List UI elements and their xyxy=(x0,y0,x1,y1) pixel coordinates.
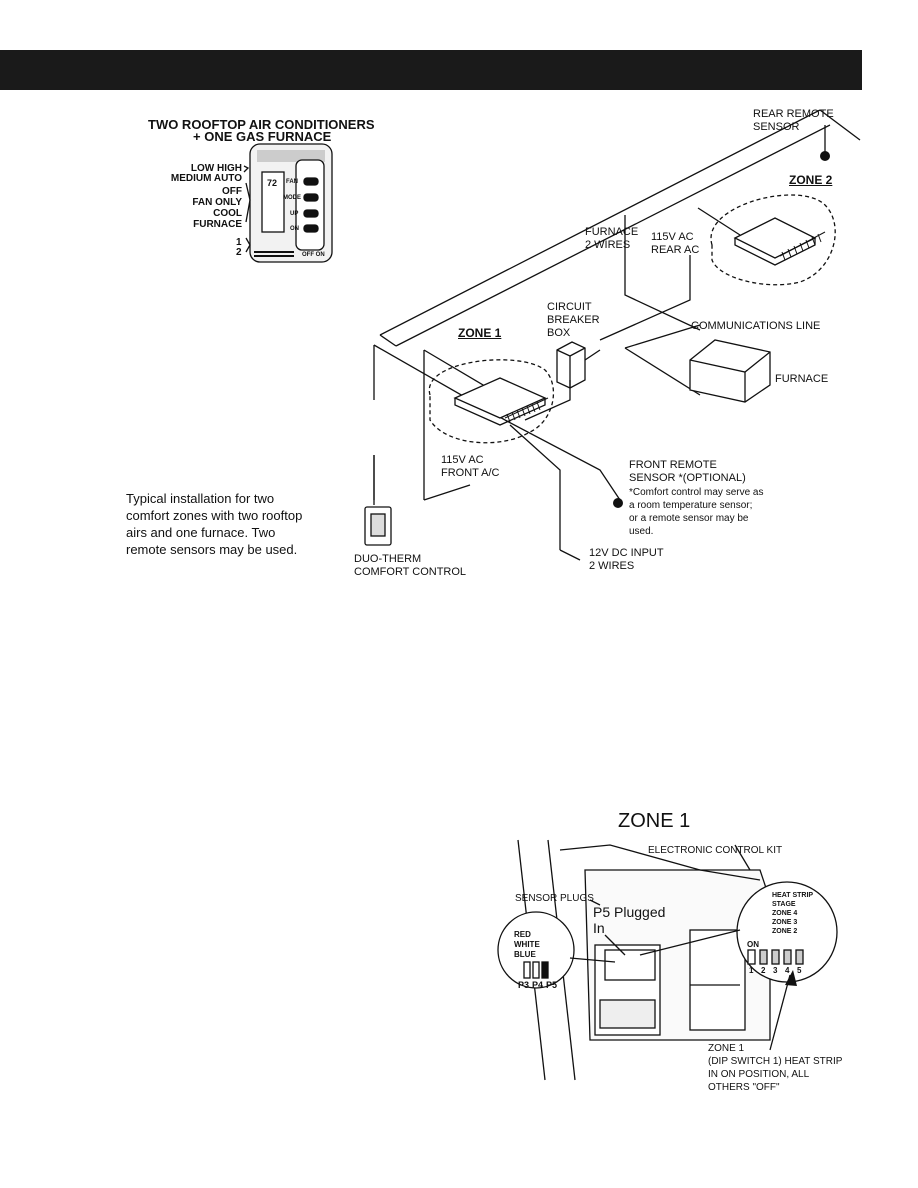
dc-input-line1: 12V DC INPUT xyxy=(589,547,664,559)
plug-color-blue: BLUE xyxy=(514,950,536,959)
p5-plugged-line1: P5 Plugged xyxy=(593,904,666,920)
zone-note-line1: ZONE 1 xyxy=(708,1043,745,1054)
thermostat-on-label: ON xyxy=(290,226,299,232)
zone-number-1: 1 xyxy=(236,237,242,248)
circuit-breaker-line1: CIRCUIT xyxy=(547,301,592,313)
dip-label-zone-2: ZONE 2 xyxy=(772,928,798,935)
fan-speed-label-1: LOW HIGH xyxy=(190,163,242,174)
dip-label-zone-4: ZONE 4 xyxy=(772,910,798,917)
plug-p3-label: P3 xyxy=(518,980,530,990)
thermostat-up-label: UP xyxy=(290,211,299,217)
dip-label-zone-3: ZONE 3 xyxy=(772,919,798,926)
description-line3: airs and one furnace. Two xyxy=(126,525,276,540)
front-remote-sensor-line2: SENSOR *(OPTIONAL) xyxy=(629,472,746,484)
sensor-plugs-label: SENSOR PLUGS xyxy=(515,893,594,904)
front-ac-line2: FRONT A/C xyxy=(441,467,500,479)
zone-1-title: ZONE 1 xyxy=(618,810,691,832)
comfort-control-line1: DUO-THERM xyxy=(354,553,422,565)
rear-ac-line2: REAR AC xyxy=(651,244,700,256)
fan-speed-label-2: MEDIUM AUTO xyxy=(170,173,242,184)
front-sensor-dot xyxy=(613,498,623,508)
rear-remote-sensor-line1: REAR REMOTE xyxy=(753,108,834,120)
p5-plugged-line2: In xyxy=(593,920,605,936)
zone-number-2: 2 xyxy=(236,247,242,258)
description-line1: Typical installation for two xyxy=(126,491,275,506)
sensor-note-line4: used. xyxy=(629,526,654,537)
thermostat-fan-label: FAN xyxy=(286,179,298,185)
dc-input-line2: 2 WIRES xyxy=(589,560,635,572)
circuit-breaker-line3: BOX xyxy=(547,327,571,339)
dip-number-3: 3 xyxy=(773,966,778,975)
rear-sensor-dot xyxy=(820,151,830,161)
dip-on-label: ON xyxy=(747,940,759,949)
dip-label-heat-strip: HEAT STRIP xyxy=(772,892,814,899)
mode-furnace: FURNACE xyxy=(193,219,242,230)
dip-number-4: 4 xyxy=(785,966,790,975)
zone-2-label: ZONE 2 xyxy=(789,173,833,187)
plug-p5-label: P5 xyxy=(546,980,558,990)
circuit-breaker-line2: BREAKER xyxy=(547,314,600,326)
furnace-wires-line2: 2 WIRES xyxy=(585,239,631,251)
communications-line-label: COMMUNICATIONS LINE xyxy=(691,320,821,332)
sensor-note-line2: a room temperature sensor; xyxy=(629,500,753,511)
plug-color-white: WHITE xyxy=(514,940,540,949)
diagram-title-line2: + ONE GAS FURNACE xyxy=(193,129,332,144)
furnace-label: FURNACE xyxy=(775,373,829,385)
plug-p4-label: P4 xyxy=(532,980,544,990)
thermostat-off-on-label: OFF ON xyxy=(302,252,325,258)
zone-note-line3: IN ON POSITION, ALL xyxy=(708,1069,810,1080)
rear-remote-sensor-line2: SENSOR xyxy=(753,121,800,133)
mode-cool: COOL xyxy=(213,208,242,219)
dip-number-5: 5 xyxy=(797,966,802,975)
front-remote-sensor-line1: FRONT REMOTE xyxy=(629,459,717,471)
thermostat-mode-label: MODE xyxy=(283,195,301,201)
plug-color-red: RED xyxy=(514,930,531,939)
description-line4: remote sensors may be used. xyxy=(126,542,298,557)
zone-note-line4: OTHERS "OFF" xyxy=(708,1082,780,1093)
sensor-note-line1: *Comfort control may serve as xyxy=(629,487,764,498)
zone-1-label: ZONE 1 xyxy=(458,326,502,340)
zone-note-line2: (DIP SWITCH 1) HEAT STRIP xyxy=(708,1056,843,1067)
dip-number-1: 1 xyxy=(749,966,754,975)
comfort-control-line2: COMFORT CONTROL xyxy=(354,566,467,578)
electronic-control-kit-label: ELECTRONIC CONTROL KIT xyxy=(648,845,783,856)
sensor-note-line3: or a remote sensor may be xyxy=(629,513,749,524)
diagram-title-line1: TWO ROOFTOP AIR CONDITIONERS xyxy=(148,117,375,132)
front-ac-line1: 115V AC xyxy=(441,454,484,466)
rear-ac-line1: 115V AC xyxy=(651,231,694,243)
dip-label-stage: STAGE xyxy=(772,901,796,908)
dip-number-2: 2 xyxy=(761,966,766,975)
page-header-bar xyxy=(0,50,862,90)
thermostat-display: 72 xyxy=(267,178,278,188)
description-line2: comfort zones with two rooftop xyxy=(126,508,303,523)
mode-fan-only: FAN ONLY xyxy=(192,197,242,208)
furnace-wires-line1: FURNACE xyxy=(585,226,639,238)
mode-off: OFF xyxy=(222,186,242,197)
